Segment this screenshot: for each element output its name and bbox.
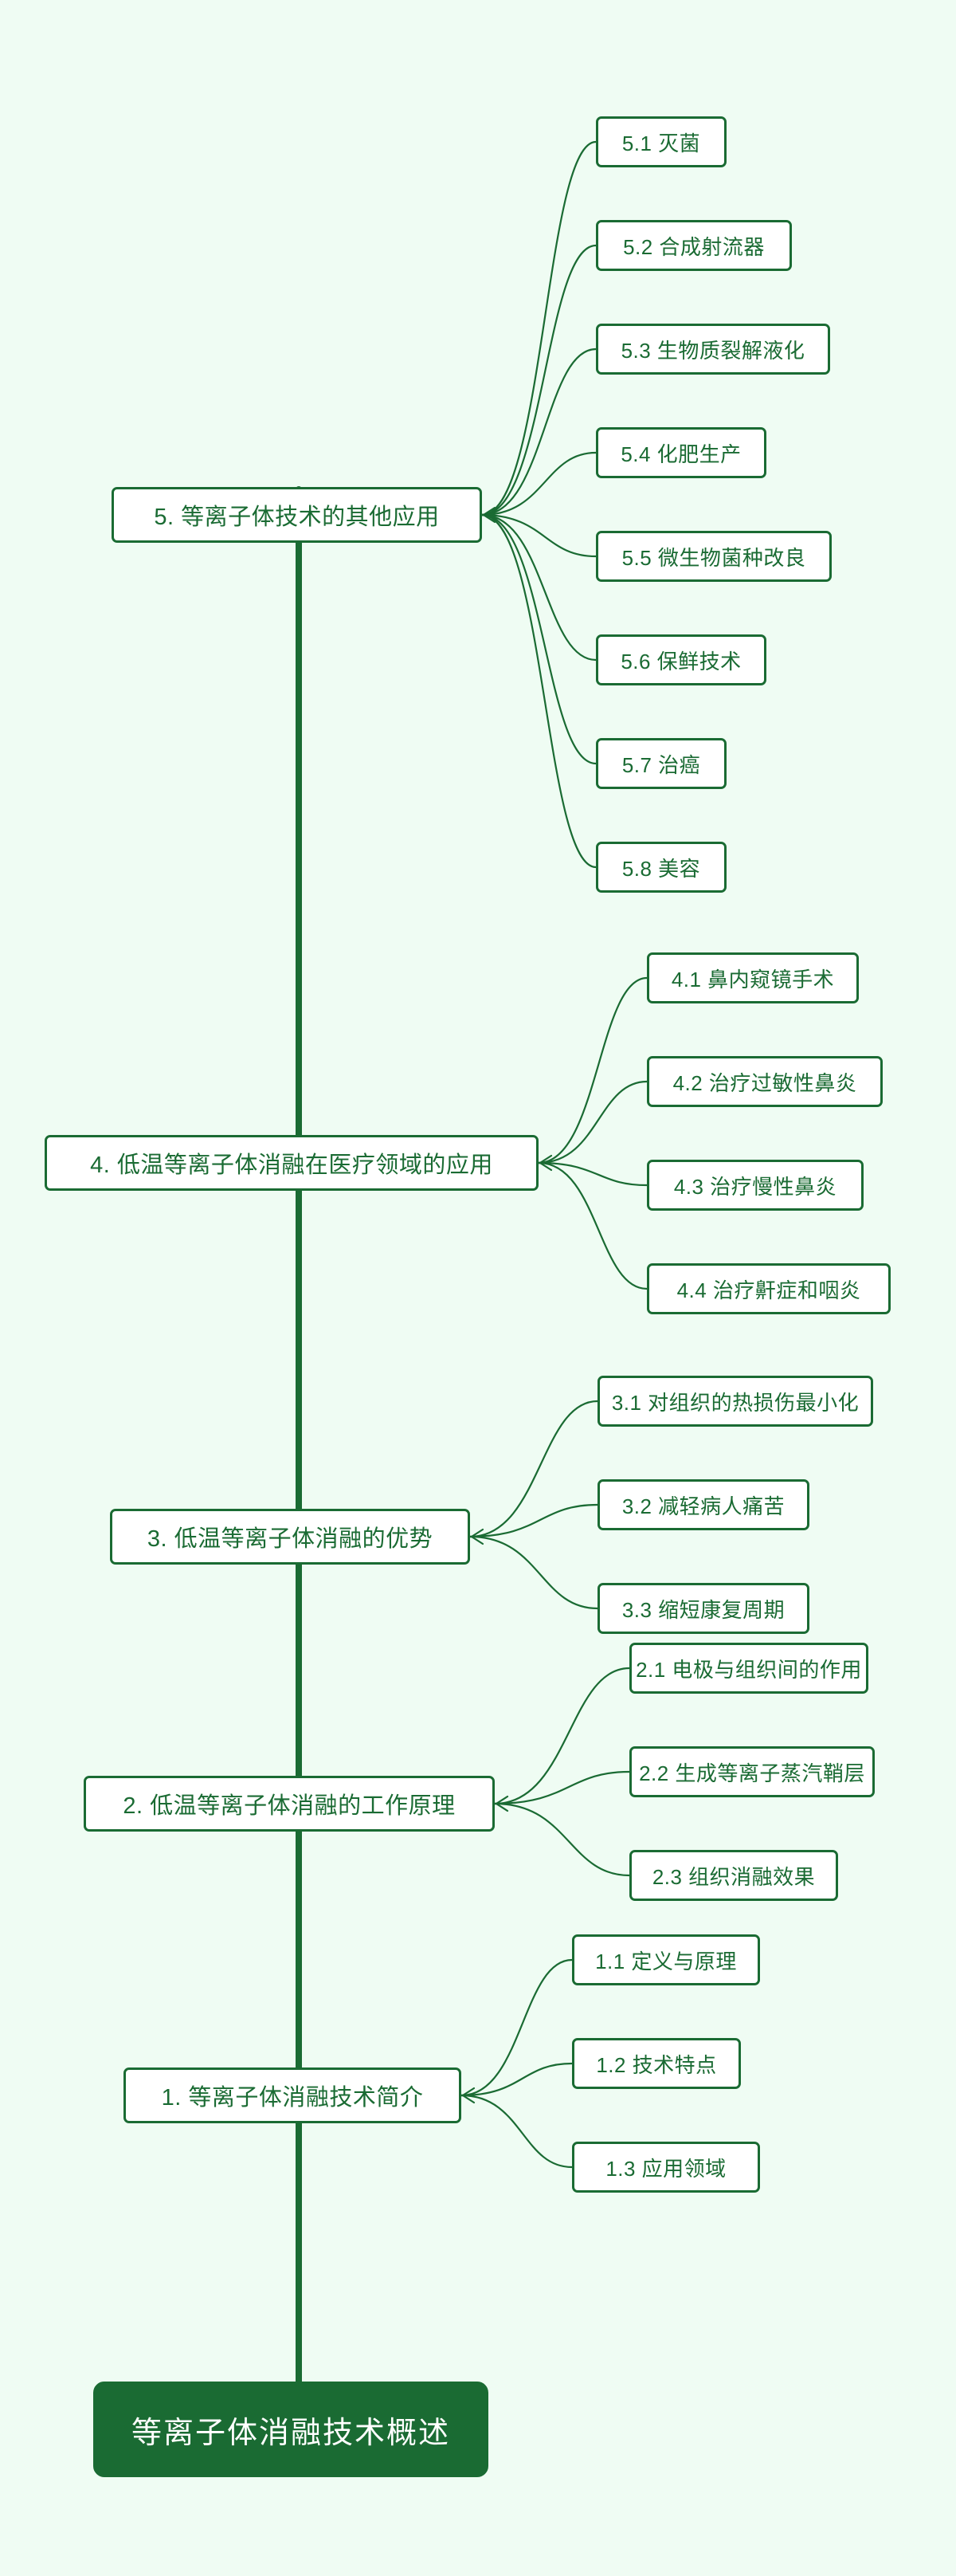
branch-node-3[interactable]: 3. 低温等离子体消融的优势 [110, 1509, 470, 1565]
leaf-node-3-2[interactable]: 3.2 减轻病人痛苦 [598, 1479, 809, 1530]
leaf-node-2-1[interactable]: 4.1 鼻内窥镜手术 [647, 952, 859, 1003]
leaf-node-2-4[interactable]: 4.4 治疗鼾症和咽炎 [647, 1263, 891, 1314]
branch-node-1[interactable]: 5. 等离子体技术的其他应用 [112, 487, 482, 543]
leaf-node-5-3[interactable]: 1.3 应用领域 [572, 2142, 760, 2193]
leaf-node-1-1[interactable]: 5.1 灭菌 [596, 116, 727, 167]
leaf-node-3-3[interactable]: 3.3 缩短康复周期 [598, 1583, 809, 1634]
leaf-node-1-2[interactable]: 5.2 合成射流器 [596, 220, 792, 271]
leaf-node-1-5[interactable]: 5.5 微生物菌种改良 [596, 531, 832, 582]
leaf-node-5-1[interactable]: 1.1 定义与原理 [572, 1934, 760, 1985]
root-node[interactable]: 等离子体消融技术概述 [93, 2382, 488, 2477]
leaf-node-5-2[interactable]: 1.2 技术特点 [572, 2038, 741, 2089]
branch-node-4[interactable]: 2. 低温等离子体消融的工作原理 [84, 1776, 495, 1832]
leaf-node-1-4[interactable]: 5.4 化肥生产 [596, 427, 766, 478]
leaf-node-4-3[interactable]: 2.3 组织消融效果 [629, 1850, 838, 1901]
leaf-node-1-8[interactable]: 5.8 美容 [596, 842, 727, 893]
branch-node-5[interactable]: 1. 等离子体消融技术简介 [123, 2067, 461, 2123]
leaf-node-4-2[interactable]: 2.2 生成等离子蒸汽鞘层 [629, 1746, 875, 1797]
leaf-node-3-1[interactable]: 3.1 对组织的热损伤最小化 [598, 1376, 873, 1427]
branch-node-2[interactable]: 4. 低温等离子体消融在医疗领域的应用 [45, 1135, 539, 1191]
leaf-node-1-6[interactable]: 5.6 保鲜技术 [596, 634, 766, 685]
leaf-node-1-7[interactable]: 5.7 治癌 [596, 738, 727, 789]
leaf-node-1-3[interactable]: 5.3 生物质裂解液化 [596, 324, 830, 375]
leaf-node-2-2[interactable]: 4.2 治疗过敏性鼻炎 [647, 1056, 883, 1107]
leaf-node-4-1[interactable]: 2.1 电极与组织间的作用 [629, 1643, 868, 1694]
leaf-node-2-3[interactable]: 4.3 治疗慢性鼻炎 [647, 1160, 864, 1211]
